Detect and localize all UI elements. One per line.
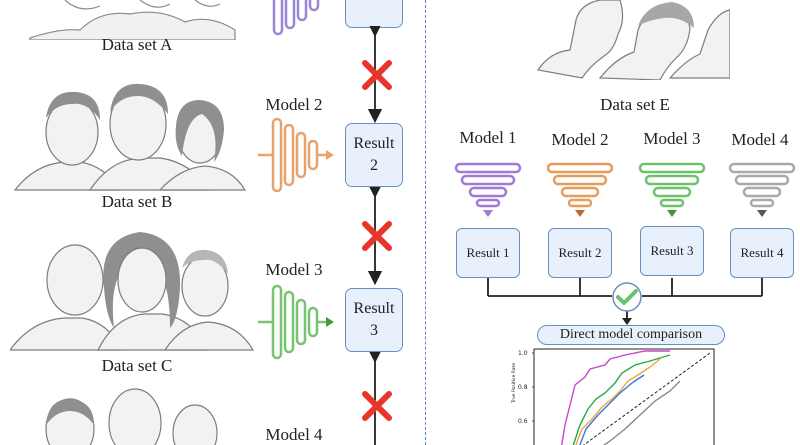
face-illustration-a [29,0,236,40]
right-result-3-label: Result 3 [650,243,694,258]
face-illustration-b [13,83,247,191]
right-result-2-label: Result 2 [558,245,602,260]
right-model-1-label: Model 1 [459,128,517,147]
right-result-box-3: Result 3 [640,226,704,276]
right-model-3-network-icon [638,162,706,217]
right-result-4-label: Result 4 [740,245,784,260]
model-3-label: Model 3 [265,260,323,279]
direct-model-comparison-label: Direct model comparison [537,325,725,345]
result-2-title: Result [353,135,395,152]
model-1-network-icon [272,0,320,36]
roc-ylabel: True Positive Rate [511,363,517,404]
right-result-box-1: Result 1 [456,228,520,278]
model-3-network-icon [258,284,334,360]
right-model-3-label: Model 3 [643,129,701,148]
merge-connector [487,278,763,325]
dataset-e-label: Data set E [600,95,670,114]
result-1-number: 1 [370,0,378,7]
check-icon [612,282,642,312]
right-model-4-label: Model 4 [731,130,789,149]
face-illustration-d [45,388,218,445]
roc-ytick-label: 1.0 [518,350,528,357]
comparison-label-text: Direct model comparison [559,327,703,342]
dataset-b-label: Data set B [101,192,173,211]
right-model-2-label: Model 2 [551,130,609,149]
dataset-a-label: Data set A [101,35,173,54]
panel-divider [425,0,426,445]
face-illustration-c [10,232,255,351]
model-2-label: Model 2 [265,95,323,114]
right-model-2-network-icon [546,162,614,217]
right-result-box-2: Result 2 [548,228,612,278]
cross-icon [362,391,392,421]
right-model-4-network-icon [728,162,796,217]
model-2-network-icon [258,117,334,193]
result-3-number: 3 [370,322,378,339]
right-result-1-label: Result 1 [466,245,510,260]
result-box-1: 1 [345,0,403,28]
roc-ytick-label: 0.8 [518,384,528,391]
dataset-c-label: Data set C [101,356,173,375]
right-result-box-4: Result 4 [730,228,794,278]
result-box-2: Result 2 [345,123,403,187]
result-3-title: Result [353,300,395,317]
result-box-3: Result 3 [345,288,403,352]
roc-curve-plot: 1.0 0.8 0.6 True Positive Rate [511,348,715,445]
roc-ytick-label: 0.6 [518,418,528,425]
face-illustration-e [536,0,730,80]
right-model-1-network-icon [454,162,522,217]
result-2-number: 2 [370,157,378,174]
cross-icon [362,221,392,251]
cross-icon [362,60,392,90]
model-4-label: Model 4 [265,425,323,444]
